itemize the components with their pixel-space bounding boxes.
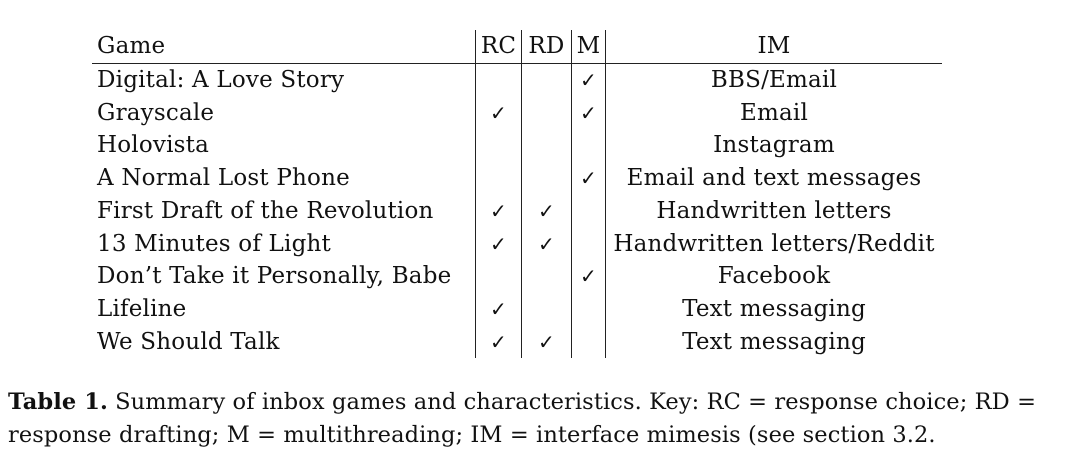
cell-m: ✓ <box>571 96 606 130</box>
header-m: M <box>571 30 606 64</box>
cell-rd <box>521 96 572 130</box>
header-game: Game <box>92 30 476 64</box>
inbox-games-table: Game RC RD M IM Digital: A Love Story ✓ … <box>92 30 942 359</box>
cell-im: Handwritten letters <box>605 194 942 228</box>
cell-m <box>571 227 606 261</box>
cell-rd <box>521 292 572 326</box>
cell-game: Grayscale <box>97 99 215 126</box>
cell-rc <box>475 129 522 163</box>
cell-game: Holovista <box>97 132 210 159</box>
cell-rc: ✓ <box>475 292 522 326</box>
cell-rd <box>521 162 572 195</box>
table-row: Grayscale ✓ ✓ Email <box>92 96 942 130</box>
cell-game: Lifeline <box>97 295 187 322</box>
cell-im: BBS/Email <box>605 63 942 97</box>
cell-m: ✓ <box>571 63 606 97</box>
header-im: IM <box>605 30 942 64</box>
cell-rd <box>521 63 572 97</box>
cell-im: Email <box>605 96 942 130</box>
cell-m <box>571 194 606 228</box>
cell-rc: ✓ <box>475 227 522 261</box>
cell-im: Facebook <box>605 260 942 293</box>
table-row: Holovista Instagram <box>92 129 942 163</box>
cell-rd <box>521 129 572 163</box>
cell-im: Handwritten letters/Reddit <box>605 227 942 261</box>
table-row: Lifeline ✓ Text messaging <box>92 292 942 326</box>
cell-rc: ✓ <box>475 96 522 130</box>
table-header-row: Game RC RD M IM <box>92 30 942 64</box>
table-row: 13 Minutes of Light ✓ ✓ Handwritten lett… <box>92 227 942 261</box>
cell-game: First Draft of the Revolution <box>97 197 434 224</box>
cell-rc <box>475 260 522 293</box>
header-rd: RD <box>521 30 572 64</box>
cell-m <box>571 129 606 163</box>
table-container: Game RC RD M IM Digital: A Love Story ✓ … <box>92 30 942 359</box>
cell-game: 13 Minutes of Light <box>97 230 331 257</box>
cell-m: ✓ <box>571 162 606 195</box>
cell-game: We Should Talk <box>97 328 280 355</box>
cell-rd <box>521 260 572 293</box>
header-rc: RC <box>475 30 522 64</box>
cell-game: Digital: A Love Story <box>97 67 345 93</box>
table-row: First Draft of the Revolution ✓ ✓ Handwr… <box>92 194 942 228</box>
cell-m <box>571 325 606 359</box>
cell-rc <box>475 63 522 97</box>
table-row: Don’t Take it Personally, Babe ✓ Faceboo… <box>92 260 942 293</box>
table-body: Digital: A Love Story ✓ BBS/Email Graysc… <box>92 63 942 359</box>
table-caption: Table 1. Summary of inbox games and char… <box>8 386 1068 452</box>
cell-rd: ✓ <box>521 194 572 228</box>
table-row: Digital: A Love Story ✓ BBS/Email <box>92 63 942 97</box>
cell-im: Text messaging <box>605 325 942 359</box>
cell-im: Email and text messages <box>605 162 942 195</box>
cell-im: Instagram <box>605 129 942 163</box>
cell-rd: ✓ <box>521 227 572 261</box>
cell-m: ✓ <box>571 260 606 293</box>
caption-text: Summary of inbox games and characteristi… <box>8 389 1037 448</box>
cell-game: Don’t Take it Personally, Babe <box>97 263 452 290</box>
table-row: A Normal Lost Phone ✓ Email and text mes… <box>92 162 942 195</box>
cell-m <box>571 292 606 326</box>
cell-im: Text messaging <box>605 292 942 326</box>
cell-game: A Normal Lost Phone <box>97 165 350 192</box>
table-row: We Should Talk ✓ ✓ Text messaging <box>92 325 942 359</box>
cell-rc: ✓ <box>475 194 522 228</box>
cell-rc <box>475 162 522 195</box>
cell-rd: ✓ <box>521 325 572 359</box>
cell-rc: ✓ <box>475 325 522 359</box>
caption-label: Table 1. <box>8 389 108 415</box>
